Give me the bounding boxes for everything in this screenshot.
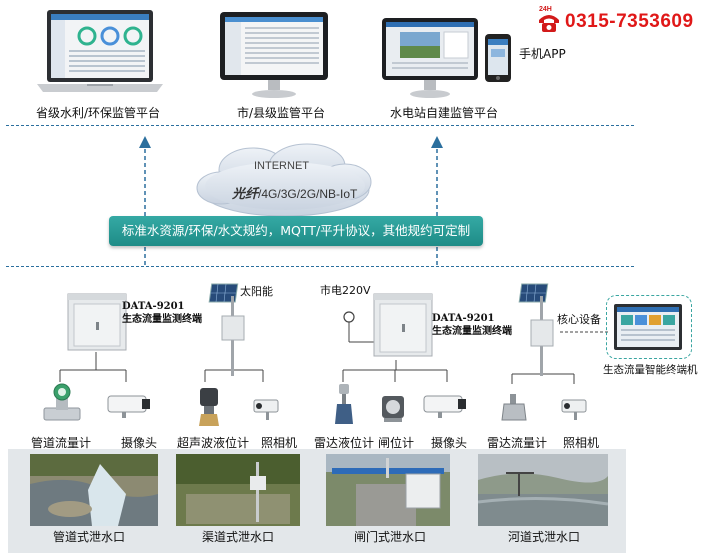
tier-divider-bottom bbox=[6, 266, 634, 267]
photo-gate-outlet bbox=[326, 454, 450, 526]
solar-label-1: 太阳能 bbox=[240, 285, 273, 298]
camera-icon bbox=[423, 395, 466, 418]
gate-position-meter-icon bbox=[382, 396, 404, 422]
hotline-number: 0315-7353609 bbox=[565, 11, 694, 32]
monitor-city-platform bbox=[220, 12, 328, 98]
photo-channel-outlet bbox=[176, 454, 300, 526]
smartphone-icon bbox=[485, 34, 511, 82]
terminal-model-1: DATA-9201 bbox=[122, 301, 185, 312]
camera-icon bbox=[253, 399, 279, 420]
platform-label-provincial: 省级水利/环保监管平台 bbox=[36, 106, 161, 120]
hotline-24h-badge: 24H bbox=[539, 6, 552, 13]
device-label-camera-2: 摄像头 bbox=[431, 436, 468, 450]
terminal-cabinet-2 bbox=[373, 293, 433, 357]
device-label-gate-meter: 闸位计 bbox=[378, 436, 415, 450]
terminal-cabinet-1 bbox=[67, 293, 127, 351]
internet-title: INTERNET bbox=[254, 160, 309, 172]
laptop-provincial-platform bbox=[37, 10, 163, 92]
fiber-label: 光纤 bbox=[232, 186, 259, 201]
terminal-name-1: 生态流量监测终端 bbox=[122, 314, 202, 325]
outlet-label-pipe: 管道式泄水口 bbox=[53, 530, 126, 544]
photo-pipe-outlet bbox=[30, 454, 158, 526]
mains-power-label: 市电220V bbox=[320, 284, 371, 297]
telephone-icon bbox=[539, 15, 559, 32]
camera-icon bbox=[107, 395, 150, 418]
device-label-pipe-flowmeter: 管道流量计 bbox=[31, 436, 92, 450]
device-label-radar-level: 雷达液位计 bbox=[314, 436, 375, 450]
outlet-label-channel: 渠道式泄水口 bbox=[202, 530, 275, 544]
radar-level-meter-icon bbox=[335, 384, 353, 424]
platform-label-city: 市/县级监管平台 bbox=[237, 106, 326, 120]
network-types: 光纤/4G/3G/2G/NB-IoT bbox=[232, 183, 357, 202]
core-device-label: 核心设备 bbox=[557, 313, 601, 326]
protocol-banner: 标准水资源/环保/水文规约，MQTT/平升协议，其他规约可定制 bbox=[109, 216, 483, 246]
ultrasonic-level-meter-icon bbox=[199, 388, 219, 426]
device-label-ultrasonic: 超声波液位计 bbox=[177, 436, 250, 450]
internet-cloud-icon bbox=[196, 143, 372, 217]
monitor-hydropower-platform bbox=[382, 18, 478, 98]
platform-label-hydropower: 水电站自建监管平台 bbox=[390, 106, 499, 120]
smart-terminal-screen bbox=[614, 304, 682, 350]
solar-pole-2 bbox=[518, 283, 554, 376]
device-label-camera-1: 摄像头 bbox=[121, 436, 158, 450]
solar-pole-1 bbox=[208, 283, 245, 376]
device-label-radar-flowmeter: 雷达流量计 bbox=[487, 436, 548, 450]
pipe-flowmeter-icon bbox=[43, 383, 81, 421]
photo-river-outlet bbox=[478, 454, 608, 526]
wireless-types-label: /4G/3G/2G/NB-IoT bbox=[258, 187, 358, 201]
smart-terminal-frame bbox=[606, 295, 692, 359]
smart-terminal-label: 生态流量智能终端机 bbox=[603, 364, 698, 376]
tier-divider-top bbox=[6, 125, 634, 126]
radar-flowmeter-icon bbox=[501, 394, 527, 421]
outlet-label-gate: 闸门式泄水口 bbox=[354, 530, 427, 544]
outlet-label-river: 河道式泄水口 bbox=[508, 530, 581, 544]
terminal-name-2: 生态流量监测终端 bbox=[432, 326, 512, 337]
mobile-app-label: 手机APP bbox=[519, 47, 566, 61]
terminal-model-2: DATA-9201 bbox=[432, 313, 495, 324]
device-label-photo-camera-1: 照相机 bbox=[261, 436, 298, 450]
camera-icon bbox=[561, 399, 587, 420]
device-label-photo-camera-2: 照相机 bbox=[563, 436, 600, 450]
